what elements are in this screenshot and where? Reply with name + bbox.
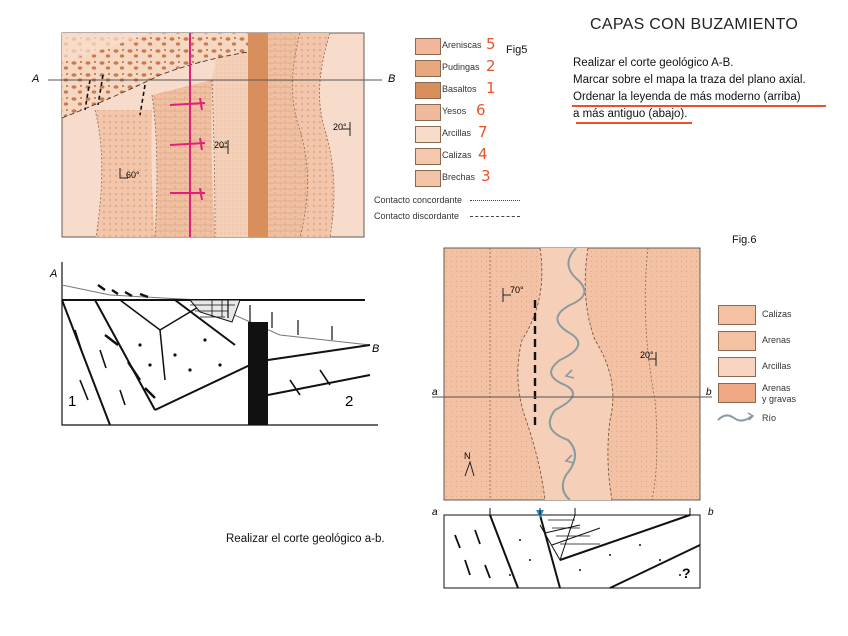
legend-label-yesos: Yesos (442, 106, 467, 116)
legend-label-basaltos: Basaltos (442, 84, 477, 94)
fig5-dip-3: 20° (333, 122, 347, 132)
fig6-point-b: b (706, 387, 712, 398)
legend6-swatch-calizas (718, 305, 756, 325)
legend-label-areniscas: Areniscas (442, 40, 482, 50)
legend-contact-concordant: Contacto concordante (374, 195, 463, 205)
legend-label-calizas: Calizas (442, 150, 472, 160)
section-5-point-a: A (50, 268, 58, 280)
fig6-task: Realizar el corte geológico a-b. (226, 533, 385, 545)
section-6-point-b: b (708, 507, 714, 518)
instruction-2: Marcar sobre el mapa la traza del plano … (573, 74, 806, 86)
section-5-number-1: 1 (68, 393, 77, 410)
highlight-underline-2 (576, 122, 692, 124)
legend-swatch-yesos (415, 104, 441, 121)
fig5-label: Fig5 (506, 44, 528, 56)
legend6-river-icon (717, 412, 755, 422)
legend-num-calizas: 4 (478, 145, 488, 163)
page-title: CAPAS CON BUZAMIENTO (590, 16, 799, 33)
section-5-point-b: B (372, 343, 380, 355)
legend-num-brechas: 3 (481, 167, 491, 185)
legend6-label-calizas: Calizas (762, 309, 792, 319)
fig6-dip-1: 70° (510, 285, 524, 295)
section-6-point-a: a (432, 507, 438, 518)
fig6-point-a: a (432, 387, 438, 398)
highlight-underline-1 (572, 105, 826, 107)
instruction-4: a más antiguo (abajo). (573, 108, 688, 120)
legend-num-areniscas: 5 (486, 35, 496, 53)
legend6-swatch-arcillas (718, 357, 756, 377)
legend6-label-rio: Río (762, 413, 777, 423)
legend-label-brechas: Brechas (442, 172, 476, 182)
legend-label-pudingas: Pudingas (442, 62, 480, 72)
section-6-number: ? (682, 565, 691, 581)
fig5-dip-2: 20° (214, 140, 228, 150)
legend-num-yesos: 6 (476, 101, 486, 119)
fig6-dip-2: 20° (640, 350, 654, 360)
fig5-point-b: B (388, 73, 396, 85)
legend6-swatch-arenas-gravas (718, 383, 756, 403)
legend-num-arcillas: 7 (478, 123, 488, 141)
legend-swatch-brechas (415, 170, 441, 187)
legend-contact-discordant-line (470, 216, 520, 217)
legend-label-arcillas: Arcillas (442, 128, 472, 138)
legend6-label-arcillas: Arcillas (762, 361, 792, 371)
legend-swatch-arcillas (415, 126, 441, 143)
legend-swatch-areniscas (415, 38, 441, 55)
legend6-swatch-arenas (718, 331, 756, 351)
section-5-number-2: 2 (345, 393, 354, 410)
legend-contact-discordant: Contacto discordante (374, 211, 460, 221)
instruction-1: Realizar el corte geológico A-B. (573, 57, 734, 69)
legend-num-basaltos: 1 (486, 79, 496, 97)
fig5-point-a: A (32, 73, 40, 85)
legend-swatch-pudingas (415, 60, 441, 77)
legend-swatch-calizas (415, 148, 441, 165)
fig5-dip-1: 60° (126, 170, 140, 180)
legend-swatch-basaltos (415, 82, 441, 99)
instruction-3: Ordenar la leyenda de más moderno (arrib… (573, 91, 801, 103)
fig6-label: Fig.6 (732, 234, 757, 246)
north-label: N (464, 451, 471, 461)
legend6-label-arenas-gravas: Arenas y gravas (762, 383, 797, 404)
legend-contact-concordant-line (470, 200, 520, 201)
legend-num-pudingas: 2 (486, 57, 496, 75)
legend6-label-arenas: Arenas (762, 335, 791, 345)
